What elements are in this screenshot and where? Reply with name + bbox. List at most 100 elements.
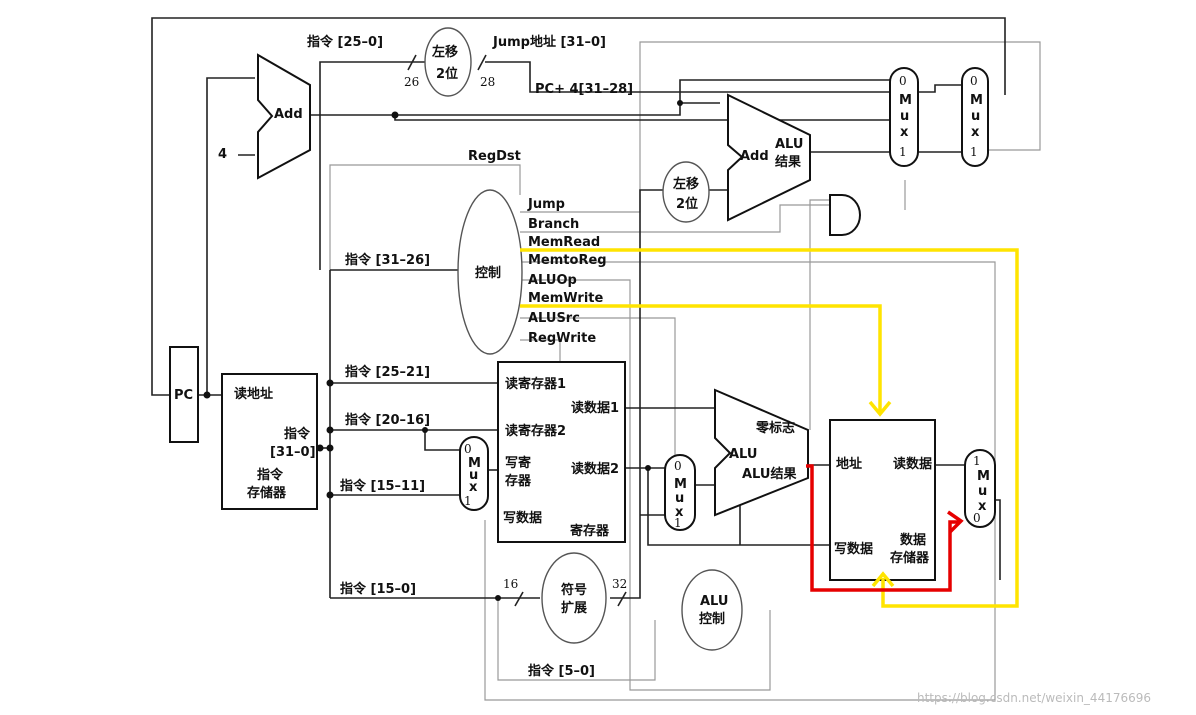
- pc-register: [169, 346, 199, 443]
- yellow-highlight: [520, 248, 1019, 608]
- label-instr-mem-2: 存储器: [247, 485, 287, 501]
- labels: 指令 [25–0] 左移 2位 26 28 Jump地址 [31–0] PC+ …: [174, 34, 1151, 705]
- svg-text:0: 0: [464, 442, 472, 456]
- label-2bits-mid: 2位: [676, 196, 698, 212]
- label-jump: Jump: [527, 197, 565, 212]
- svg-text:u: u: [469, 468, 478, 483]
- label-16: 16: [503, 577, 518, 591]
- label-instr-31-26: 指令 [31–26]: [345, 252, 430, 268]
- svg-text:M: M: [899, 93, 912, 108]
- label-instr-25-0: 指令 [25–0]: [307, 34, 383, 50]
- label-read-data2: 读数据2: [571, 461, 619, 477]
- label-write-reg-1: 写寄: [505, 455, 531, 471]
- mux-regdst: [459, 436, 489, 511]
- label-pc4: PC+ 4[31–28]: [535, 82, 633, 97]
- label-regdst: RegDst: [468, 149, 521, 164]
- and-gate: [829, 194, 861, 236]
- label-four: 4: [218, 147, 227, 162]
- label-instr-15-11: 指令 [15–11]: [340, 478, 425, 494]
- svg-text:0: 0: [674, 459, 682, 473]
- label-regwrite: RegWrite: [528, 331, 596, 346]
- svg-text:1: 1: [970, 145, 978, 159]
- label-alu-ctrl-1: ALU: [700, 594, 728, 609]
- svg-text:1: 1: [674, 516, 682, 530]
- label-jump-addr: Jump地址 [31–0]: [492, 34, 606, 50]
- control-unit: [457, 189, 523, 355]
- control-wires: [329, 41, 1041, 701]
- svg-text:u: u: [978, 484, 987, 499]
- mux-alusrc: [664, 454, 696, 531]
- label-alu: ALU: [729, 447, 757, 462]
- instruction-memory: [221, 373, 318, 510]
- mux-top-1: [889, 67, 919, 167]
- label-2bits-top: 2位: [436, 66, 458, 82]
- watermark: https://blog.csdn.net/weixin_44176696: [917, 691, 1151, 705]
- svg-text:u: u: [971, 109, 980, 124]
- label-aluop: ALUOp: [528, 273, 577, 288]
- label-instr-5-0: 指令 [5–0]: [528, 663, 595, 679]
- label-memread: MemRead: [528, 235, 600, 250]
- label-sign-ext-1: 符号: [561, 582, 587, 598]
- label-mem-write-data: 写数据: [834, 541, 873, 557]
- label-26: 26: [404, 75, 419, 89]
- svg-text:0: 0: [970, 74, 978, 88]
- svg-text:x: x: [675, 505, 684, 520]
- svg-text:M: M: [977, 469, 990, 484]
- label-alu-result-1: ALU: [775, 137, 803, 152]
- label-instr-20-16: 指令 [20–16]: [345, 412, 430, 428]
- shift-left-2-top: [424, 27, 472, 97]
- label-read-reg1: 读寄存器1: [505, 376, 566, 392]
- pc-adder: [257, 53, 311, 180]
- label-read-data: 读数据: [893, 456, 932, 472]
- svg-text:1: 1: [973, 454, 981, 468]
- mux-top-2: [961, 67, 989, 167]
- label-shift-left-mid: 左移: [673, 176, 699, 192]
- alu-control: [681, 569, 743, 651]
- label-alusrc: ALUSrc: [528, 311, 580, 326]
- shift-left-2-mid: [662, 161, 710, 223]
- label-instr-mem-1: 指令: [257, 467, 284, 483]
- label-memtoreg: MemtoReg: [528, 253, 607, 268]
- label-registers: 寄存器: [570, 523, 610, 539]
- label-read-data1: 读数据1: [571, 400, 619, 416]
- data-wires: [151, 17, 1006, 599]
- label-add-top: Add: [274, 107, 303, 122]
- label-alu-ctrl-2: 控制: [699, 611, 725, 627]
- register-file: [497, 361, 626, 543]
- label-pc: PC: [174, 388, 193, 403]
- label-read-reg2: 读寄存器2: [505, 423, 566, 439]
- label-28: 28: [480, 75, 495, 89]
- junction-dots: [203, 100, 683, 601]
- svg-text:M: M: [970, 93, 983, 108]
- label-zero: 零标志: [755, 420, 795, 436]
- svg-text:x: x: [469, 480, 478, 495]
- svg-text:M: M: [674, 477, 687, 492]
- mux-memtoreg: [964, 449, 996, 528]
- sign-extend: [541, 552, 607, 644]
- svg-text:u: u: [675, 491, 684, 506]
- svg-text:u: u: [900, 109, 909, 124]
- label-data-mem-2: 存储器: [890, 550, 930, 566]
- label-write-reg-2: 存器: [505, 473, 532, 489]
- label-control: 控制: [475, 265, 501, 281]
- svg-text:1: 1: [464, 494, 472, 508]
- label-instr-15-0: 指令 [15–0]: [340, 581, 416, 597]
- label-branch-add: Add: [740, 149, 769, 164]
- bus-width-marks: [407, 54, 627, 607]
- red-highlight: [806, 464, 964, 592]
- main-alu: [714, 388, 809, 517]
- label-write-data-reg: 写数据: [503, 510, 542, 526]
- branch-adder: [727, 93, 811, 222]
- label-data-mem-1: 数据: [900, 532, 926, 548]
- label-shift-left-top: 左移: [432, 44, 458, 60]
- svg-text:x: x: [900, 125, 909, 140]
- svg-text:x: x: [971, 125, 980, 140]
- data-memory: [829, 419, 936, 581]
- label-instr: 指令: [284, 426, 311, 442]
- label-sign-ext-2: 扩展: [561, 600, 588, 616]
- label-read-addr: 读地址: [234, 386, 273, 402]
- svg-text:x: x: [978, 499, 987, 514]
- svg-text:M: M: [468, 456, 481, 471]
- label-instr-31-0: [31–0]: [270, 445, 316, 460]
